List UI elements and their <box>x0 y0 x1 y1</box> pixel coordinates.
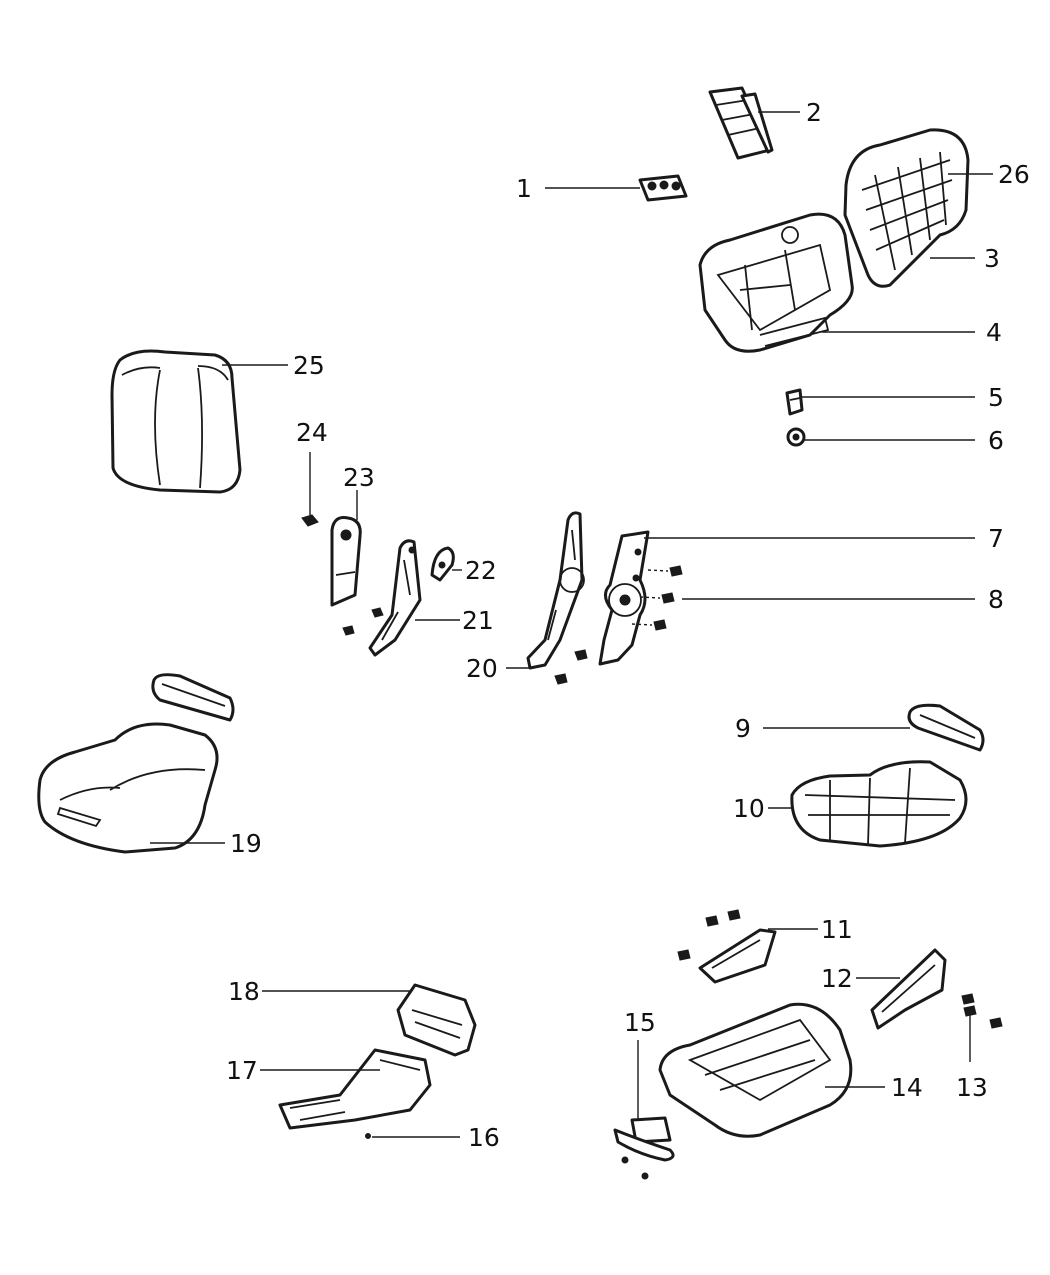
callout-13: 13 <box>956 1073 988 1102</box>
part-8-screws <box>631 565 683 631</box>
leader-lines <box>150 111 993 1138</box>
part-14-cushion-frame <box>658 1002 853 1138</box>
part-15-switch <box>613 1116 675 1180</box>
callout-11: 11 <box>821 915 853 944</box>
callout-16: 16 <box>468 1123 500 1152</box>
callout-3: 3 <box>984 244 1000 273</box>
part-10-cushion-pad <box>790 760 968 848</box>
callout-15: 15 <box>624 1008 656 1037</box>
part-17-duct <box>278 1048 432 1139</box>
part-6-knob <box>786 427 806 447</box>
callout-9: 9 <box>735 714 751 743</box>
callout-7: 7 <box>988 524 1004 553</box>
part-13-nuts <box>961 993 1003 1029</box>
callout-23: 23 <box>343 463 375 492</box>
part-5-bracket <box>785 388 804 416</box>
callout-10: 10 <box>733 794 765 823</box>
callout-21: 21 <box>462 606 494 635</box>
part-26-mat <box>843 128 970 288</box>
callout-17: 17 <box>226 1056 258 1085</box>
part-3-4-back-frame <box>698 212 854 353</box>
part-9-bolster-right <box>907 703 985 752</box>
callout-18: 18 <box>228 977 260 1006</box>
callout-25: 25 <box>293 351 325 380</box>
part-19-cushion-cover <box>37 722 219 854</box>
callouts: 1 2 26 3 4 25 5 6 24 23 7 22 8 21 20 9 1… <box>226 98 1030 1152</box>
callout-5: 5 <box>988 383 1004 412</box>
callout-24: 24 <box>296 418 328 447</box>
part-7-recliner-plate <box>598 530 650 666</box>
part-21-bracket <box>368 539 422 657</box>
callout-22: 22 <box>465 556 497 585</box>
callout-8: 8 <box>988 585 1004 614</box>
part-2-pads <box>708 86 774 160</box>
part-18-fan <box>396 983 477 1057</box>
part-24-bolt <box>301 514 319 527</box>
callout-12: 12 <box>821 964 853 993</box>
part-1-clip <box>638 174 688 202</box>
callout-26: 26 <box>998 160 1030 189</box>
part-9-bolster-left <box>151 673 235 722</box>
callout-1: 1 <box>516 174 532 203</box>
part-23-plate <box>330 516 362 607</box>
part-12-bracket <box>870 948 947 1030</box>
callout-6: 6 <box>988 426 1004 455</box>
callout-20: 20 <box>466 654 498 683</box>
callout-19: 19 <box>230 829 262 858</box>
part-20-recliner-arm <box>526 511 588 685</box>
part-25-back-cover <box>110 349 242 494</box>
part-11-bracket <box>677 909 777 984</box>
callout-2: 2 <box>806 98 822 127</box>
part-21-screws <box>342 607 384 636</box>
part-22-cam <box>430 546 455 582</box>
callout-4: 4 <box>986 318 1002 347</box>
callout-14: 14 <box>891 1073 923 1102</box>
